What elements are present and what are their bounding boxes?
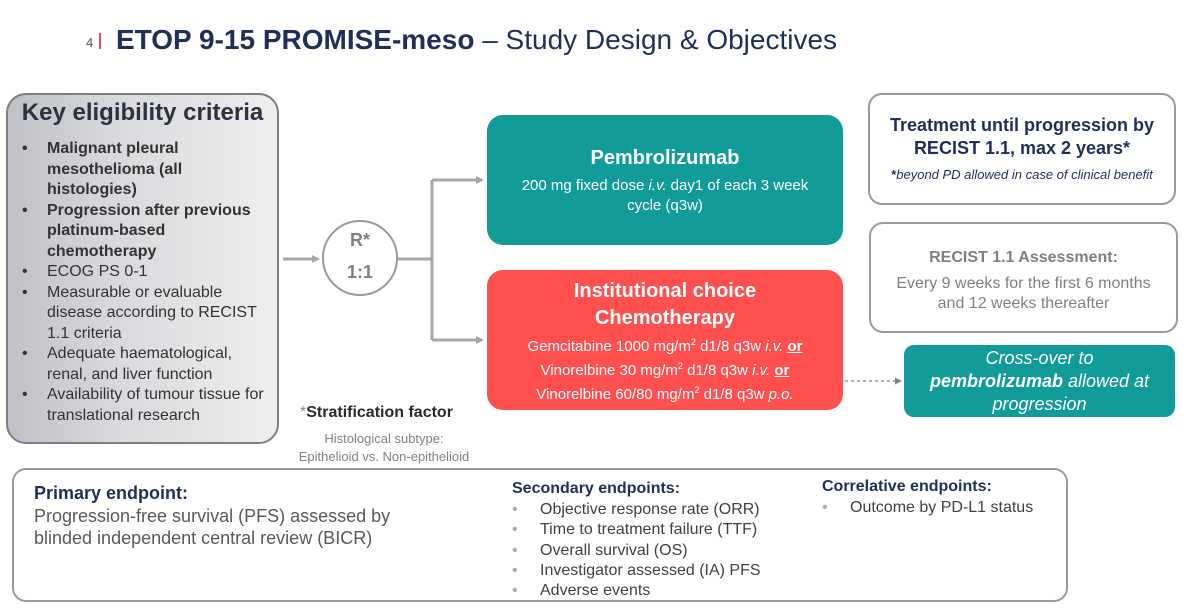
- title-rest: – Study Design & Objectives: [474, 24, 838, 55]
- superscript: 2: [690, 337, 696, 347]
- correlative-endpoints-list: Outcome by PD-L1 status: [822, 498, 1033, 519]
- primary-endpoint-line: Progression-free survival (PFS) assessed…: [34, 506, 391, 526]
- crossover-line: progression: [992, 394, 1087, 414]
- secondary-endpoint-item: Time to treatment failure (TTF): [512, 520, 761, 541]
- secondary-endpoints-title: Secondary endpoints:: [512, 480, 681, 497]
- primary-endpoint-title: Primary endpoint:: [34, 483, 189, 503]
- stratification-asterisk: *: [300, 404, 307, 421]
- or-connector: or: [787, 338, 803, 355]
- eligibility-item: Progression after previous platinum-base…: [18, 201, 273, 263]
- crossover-drug: pembrolizumab: [929, 371, 1063, 391]
- eligibility-criteria-box: Key eligibility criteria Malignant pleur…: [6, 93, 279, 444]
- superscript: 2: [694, 385, 700, 395]
- chemotherapy-arm-box: Institutional choice Chemotherapy Gemcit…: [487, 270, 843, 410]
- chemotherapy-title-line2: Chemotherapy: [594, 307, 736, 329]
- chemotherapy-regimen-line: Vinorelbine 30 mg/m2 d1/8 q3w i.v. or: [487, 361, 843, 379]
- recist-schedule-line: Every 9 weeks for the first 6 months: [896, 275, 1151, 292]
- recist-schedule-line: and 12 weeks thereafter: [937, 295, 1110, 312]
- or-connector: or: [774, 362, 790, 379]
- eligibility-list: Malignant pleural mesothelioma (all hist…: [18, 139, 273, 426]
- crossover-line: pembrolizumab allowed at: [904, 371, 1175, 392]
- chemotherapy-regimen-line: Gemcitabine 1000 mg/m2 d1/8 q3w i.v. or: [487, 337, 843, 355]
- correlative-endpoint-item: Outcome by PD-L1 status: [822, 498, 1033, 519]
- recist-assessment-box: RECIST 1.1 Assessment: Every 9 weeks for…: [869, 222, 1178, 333]
- dose-text: 200 mg fixed dose: [521, 177, 649, 194]
- secondary-endpoint-item: Overall survival (OS): [512, 541, 761, 562]
- randomisation-ratio: 1:1: [346, 262, 373, 282]
- secondary-endpoint-item: Adverse events: [512, 581, 761, 602]
- treatment-duration-note: *beyond PD allowed in case of clinical b…: [870, 167, 1174, 182]
- dose-text: day1 of each 3 week: [666, 177, 809, 194]
- correlative-endpoints-title: Correlative endpoints:: [822, 478, 992, 495]
- regimen-text: Vinorelbine 30 mg/m: [540, 362, 678, 379]
- title-separator: [99, 33, 101, 49]
- secondary-endpoint-item: Investigator assessed (IA) PFS: [512, 561, 761, 582]
- primary-endpoint-line: blinded independent central review (BICR…: [34, 528, 373, 548]
- treatment-duration-line2: RECIST 1.1, max 2 years*: [913, 138, 1131, 158]
- randomisation-circle: R* 1:1: [322, 220, 398, 296]
- regimen-text: d1/8 q3w: [695, 338, 766, 355]
- regimen-text: Vinorelbine 60/80 mg/m: [536, 386, 695, 403]
- pembrolizumab-arm-box: Pembrolizumab 200 mg fixed dose i.v. day…: [487, 115, 843, 245]
- treatment-duration-box: Treatment until progression by RECIST 1.…: [868, 93, 1176, 205]
- secondary-endpoint-item: Objective response rate (ORR): [512, 500, 761, 521]
- recist-title: RECIST 1.1 Assessment:: [929, 249, 1118, 266]
- eligibility-item: Adequate haematological, renal, and live…: [18, 344, 273, 385]
- note-text: beyond PD allowed in case of clinical be…: [896, 167, 1153, 182]
- crossover-text: allowed at: [1062, 371, 1150, 391]
- chemotherapy-regimen-line: Vinorelbine 60/80 mg/m2 d1/8 q3w p.o.: [487, 385, 843, 403]
- eligibility-title: Key eligibility criteria: [21, 99, 264, 126]
- chemotherapy-title-line1: Institutional choice: [573, 280, 757, 302]
- eligibility-item: ECOG PS 0-1: [18, 262, 273, 283]
- endpoints-box: Primary endpoint: Progression-free survi…: [12, 468, 1068, 602]
- crossover-line: Cross-over to: [985, 348, 1094, 368]
- route-text: i.v.: [752, 362, 771, 379]
- eligibility-item: Measurable or evaluable disease accordin…: [18, 283, 273, 345]
- route-text: i.v.: [648, 177, 667, 194]
- stratification-line: Epithelioid vs. Non-epithelioid: [298, 449, 470, 464]
- pembrolizumab-title: Pembrolizumab: [590, 147, 740, 169]
- slide-title: ETOP 9-15 PROMISE-meso – Study Design & …: [116, 24, 837, 56]
- treatment-duration-line1: Treatment until progression by: [889, 115, 1155, 135]
- pembrolizumab-dose-line: 200 mg fixed dose i.v. day1 of each 3 we…: [487, 177, 843, 194]
- eligibility-item: Availability of tumour tissue for transl…: [18, 385, 273, 426]
- route-text: i.v.: [765, 338, 784, 355]
- randomisation-label: R*: [349, 230, 370, 250]
- eligibility-item: Malignant pleural mesothelioma (all hist…: [18, 139, 273, 201]
- slide-number: 4: [86, 35, 94, 50]
- title-bold: ETOP 9-15 PROMISE-meso: [116, 24, 475, 55]
- superscript: 2: [677, 361, 683, 371]
- regimen-text: Gemcitabine 1000 mg/m: [527, 338, 691, 355]
- regimen-text: d1/8 q3w: [682, 362, 753, 379]
- pembrolizumab-cycle-line: cycle (q3w): [627, 197, 703, 214]
- note-asterisk: *: [891, 167, 897, 182]
- stratification-title: *Stratification factor: [300, 404, 453, 422]
- route-text: p.o.: [768, 386, 794, 403]
- secondary-endpoints-list: Objective response rate (ORR) Time to tr…: [512, 500, 761, 602]
- stratification-title-text: Stratification factor: [306, 404, 453, 421]
- stratification-line: Histological subtype:: [324, 431, 444, 446]
- crossover-box: Cross-over to pembrolizumab allowed at p…: [904, 345, 1175, 417]
- regimen-text: d1/8 q3w: [699, 386, 769, 403]
